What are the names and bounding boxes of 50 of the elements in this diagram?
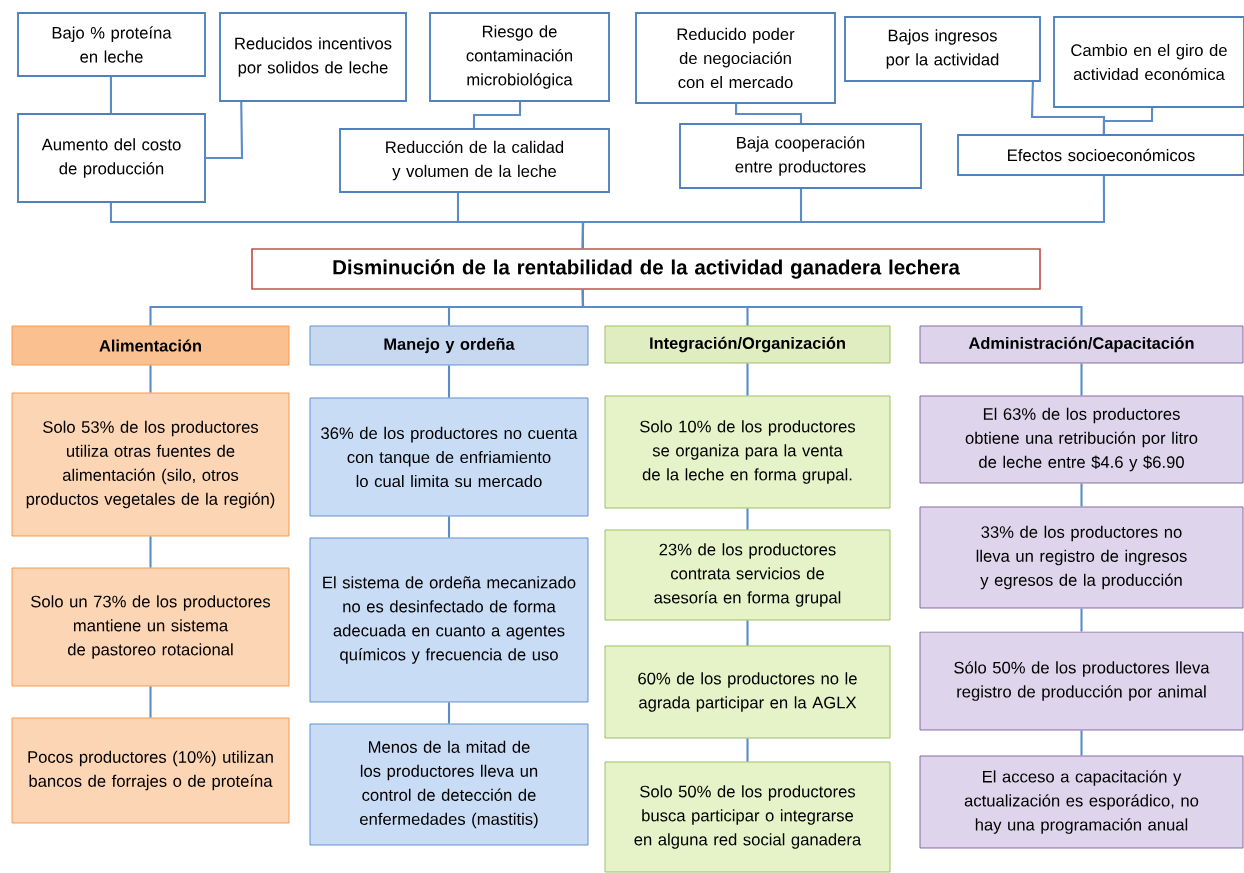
connector-line [149,686,152,718]
finding-box: 60% de los productores no le agrada participar en la AGLX [604,645,891,739]
connector-line [149,365,152,393]
finding-box: Solo 53% de los productores utiliza otras fuentes de alimentación (silo, otros productos vegetales de la región) [11,392,290,537]
category-header: Administración/Capacitación [919,325,1244,364]
cause-box: Cambio en el giro de actividad económica [1053,16,1244,108]
connector-line [205,101,244,160]
finding-box: El 63% de los productores obtiene una retribución por litro de leche entre $4.6 y $6.90 [919,395,1244,484]
connector-line [109,76,112,114]
finding-box: 36% de los productores no cuenta con tanque de enfriamiento lo cual limita su mercado [309,397,589,517]
finding-box: Menos de la mitad de los productores lleva un control de detección de enfermedades (mastitis) [309,723,589,846]
connector-line [746,508,749,530]
cause-box: Aumento del costo de producción [17,113,206,203]
connector-line [447,702,451,724]
cause-box: Bajos ingresos por la actividad [844,16,1041,82]
connector-line [1080,608,1083,632]
cause-box: Reducido poder de negociación con el mercado [635,12,836,104]
category-header: Integración/Organización [604,325,891,364]
finding-box: Solo un 73% de los productores mantiene un sistema de pastoreo rotacional [11,567,290,687]
connector-line [149,536,152,568]
connector-line [1080,730,1083,756]
connector-line [447,516,451,538]
category-header: Manejo y ordeña [309,325,589,366]
connector-line [472,101,522,129]
connector-line [1102,107,1154,135]
connector-line [581,175,1106,249]
finding-box: 23% de los productores contrata servicios de asesoría en forma grupal [604,529,891,621]
connector-line [1080,363,1083,396]
connector-line [746,363,749,396]
connector-line [746,620,749,646]
finding-box: El acceso a capacitación y actualización es esporádico, no hay una programación anual [919,755,1244,849]
category-header: Alimentación [11,325,290,366]
connector-line [581,289,1083,326]
finding-box: Pocos productores (10%) utilizan bancos de forrajes o de proteína [11,717,290,824]
finding-box: Sólo 50% de los productores lleva registro de producción por animal [919,631,1244,731]
connector-line [746,738,749,762]
connector-line [734,103,803,124]
problem-box: Disminución de la rentabilidad de la actividad ganadera lechera [251,248,1041,290]
cause-box: Efectos socioeconómicos [957,134,1244,176]
finding-box: El sistema de ordeña mecanizado no es desinfectado de forma adecuada en cuanto a agentes químicos y frecuencia de uso [309,537,589,703]
finding-box: Solo 10% de los productores se organiza para la venta de la leche en forma grupal. [604,395,891,509]
cause-box: Bajo % proteína en leche [17,12,206,77]
finding-box: 33% de los productores no lleva un registro de ingresos y egresos de la producción [919,506,1244,609]
cause-box: Reducidos incentivos por solidos de leche [219,12,407,102]
cause-box: Reducción de la calidad y volumen de la leche [339,128,610,193]
connector-line [1080,483,1083,507]
cause-box: Baja cooperación entre productores [679,123,922,189]
finding-box: Solo 50% de los productores busca participar o integrarse en alguna red social ganadera [604,761,891,873]
connector-line [447,365,451,398]
cause-box: Riesgo de contaminación microbiológica [429,12,610,102]
